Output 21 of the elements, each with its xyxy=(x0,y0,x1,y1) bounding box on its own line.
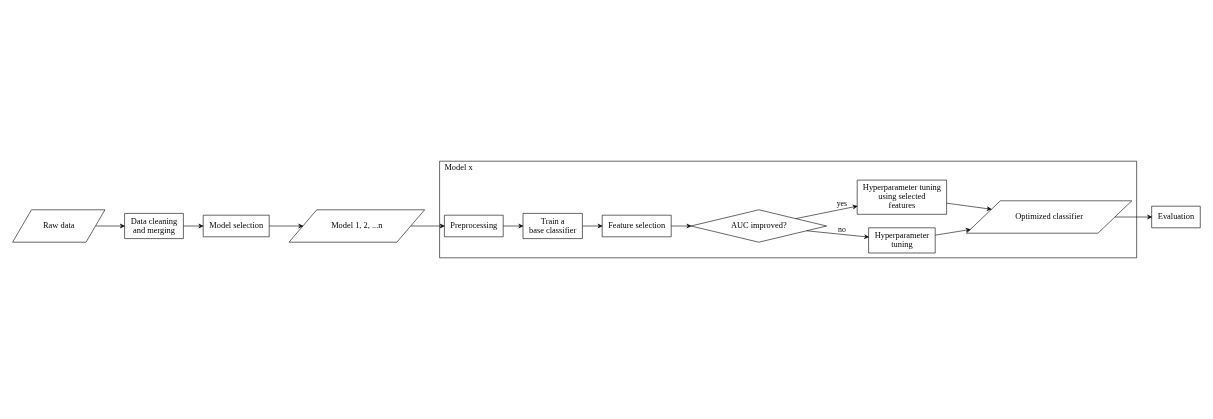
node-box: Hyperparameter tuning using selected features xyxy=(856,179,947,215)
node-diamond: AUC improved? xyxy=(690,209,827,243)
arrow xyxy=(806,230,869,239)
node-box: Feature selection xyxy=(601,214,672,238)
arrow xyxy=(95,223,125,229)
arrow xyxy=(268,223,304,229)
arrow xyxy=(795,204,858,219)
node-box: Preprocessing xyxy=(444,214,504,238)
arrow xyxy=(934,228,971,236)
arrow xyxy=(410,223,445,229)
arrow xyxy=(503,223,524,229)
node-box: Hyperparameter tuning xyxy=(868,227,936,254)
node-box: Train a base classifier xyxy=(522,213,583,239)
arrow xyxy=(183,223,204,229)
node-box: Data cleaning and merging xyxy=(124,213,184,239)
arrow xyxy=(946,202,992,211)
node-box: Model selection xyxy=(202,214,270,238)
arrow xyxy=(582,223,603,229)
arrow xyxy=(671,223,692,229)
node-box: Evaluation xyxy=(1151,205,1201,229)
arrow xyxy=(1114,214,1152,220)
